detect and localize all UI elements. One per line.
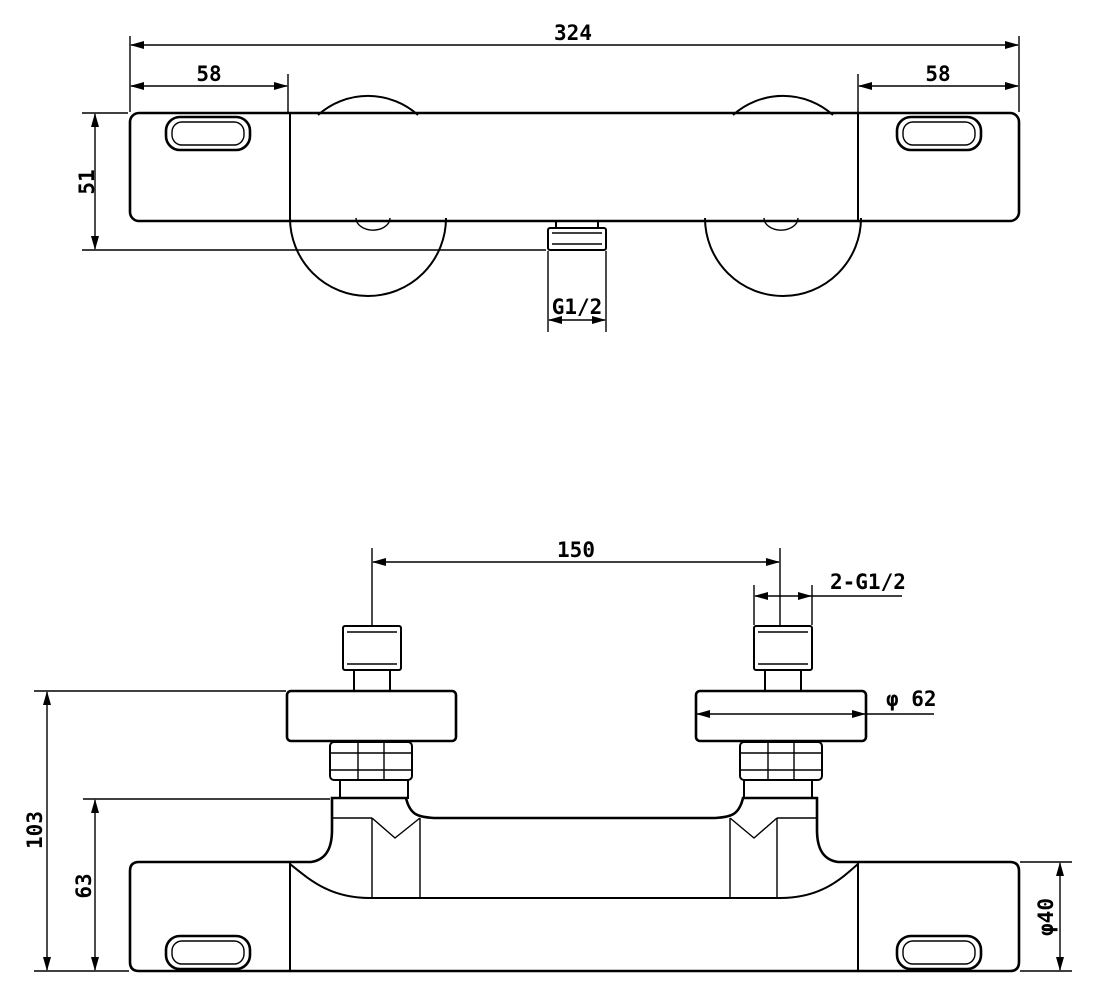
flange-diameter-label: φ 62 — [886, 687, 937, 711]
dim-right-cap: 58 — [857, 62, 1019, 112]
total-height-label: 103 — [23, 811, 47, 849]
left-cap-width-label: 58 — [196, 62, 221, 86]
dim-body-diameter: φ40 — [1020, 861, 1072, 972]
top-outlet-fitting — [547, 220, 607, 251]
front-body-outline — [128, 796, 1021, 973]
front-cap-slot-right-icon — [895, 934, 983, 971]
front-inlet-right — [694, 625, 868, 799]
top-cap-slot-right-icon — [895, 115, 983, 152]
body-height-label: 51 — [75, 169, 99, 194]
overall-width-label: 324 — [554, 21, 592, 45]
right-cap-width-label: 58 — [925, 62, 950, 86]
inlet-spacing-label: 150 — [557, 538, 595, 562]
dim-overall-width: 324 — [129, 21, 1020, 112]
dim-inlet-center-height: 63 — [72, 798, 330, 971]
inlet-thread-label: 2-G1/2 — [830, 570, 906, 594]
top-view: 324 58 58 51 G1/2 — [75, 21, 1021, 332]
dim-inlet-thread: 2-G1/2 — [753, 570, 906, 625]
dim-inlet-spacing: 150 — [371, 538, 781, 625]
front-cap-slot-left-icon — [164, 934, 252, 971]
inlet-center-height-label: 63 — [72, 873, 96, 898]
front-inlet-left — [285, 625, 458, 799]
dim-total-height: 103 — [23, 690, 286, 972]
top-cap-slot-left-icon — [164, 115, 252, 152]
dim-flange-diameter: φ 62 — [696, 687, 937, 718]
body-diameter-label: φ40 — [1034, 898, 1058, 936]
dim-body-height: 51 — [75, 112, 546, 251]
front-view: 150 2-G1/2 φ 62 103 63 — [23, 538, 1072, 973]
dim-outlet-thread: G1/2 — [547, 251, 607, 332]
outlet-thread-label: G1/2 — [552, 295, 603, 319]
top-flange-left — [289, 94, 447, 297]
top-body-bar — [128, 111, 1021, 223]
top-flange-right — [704, 94, 862, 297]
dim-left-cap: 58 — [130, 62, 289, 112]
